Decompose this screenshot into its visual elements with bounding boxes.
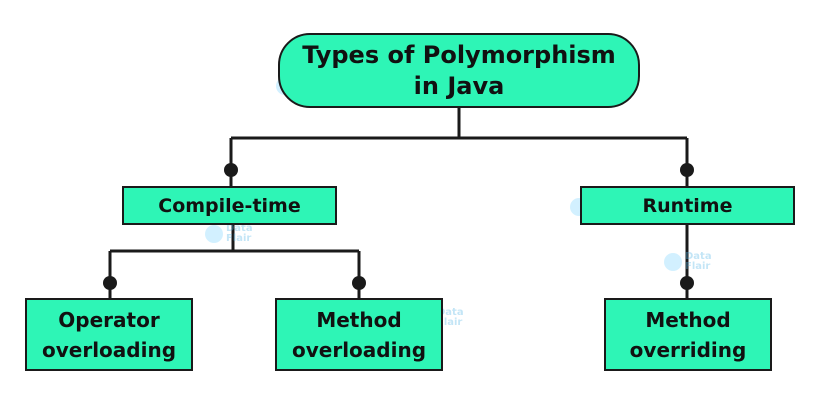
operator-overloading-node: Operator overloading	[25, 298, 193, 371]
operator-connector-dot	[103, 276, 117, 290]
method-overloading-connector-dot	[352, 276, 366, 290]
operator-overloading-label: Operator overloading	[41, 307, 177, 362]
compile-time-connector-dot	[224, 163, 238, 177]
compile-time-label: Compile-time	[158, 194, 301, 217]
root-node: Types of Polymorphism in Java	[278, 33, 640, 108]
method-overriding-connector-dot	[680, 276, 694, 290]
method-overloading-node: Method overloading	[275, 298, 443, 371]
runtime-connector-dot	[680, 163, 694, 177]
root-node-label: Types of Polymorphism in Java	[302, 40, 616, 100]
method-overriding-label: Method overriding	[629, 307, 747, 362]
method-overriding-node: Method overriding	[604, 298, 772, 371]
runtime-label: Runtime	[642, 194, 733, 217]
compile-time-node: Compile-time	[122, 186, 337, 225]
method-overloading-label: Method overloading	[291, 307, 427, 362]
runtime-node: Runtime	[580, 186, 795, 225]
